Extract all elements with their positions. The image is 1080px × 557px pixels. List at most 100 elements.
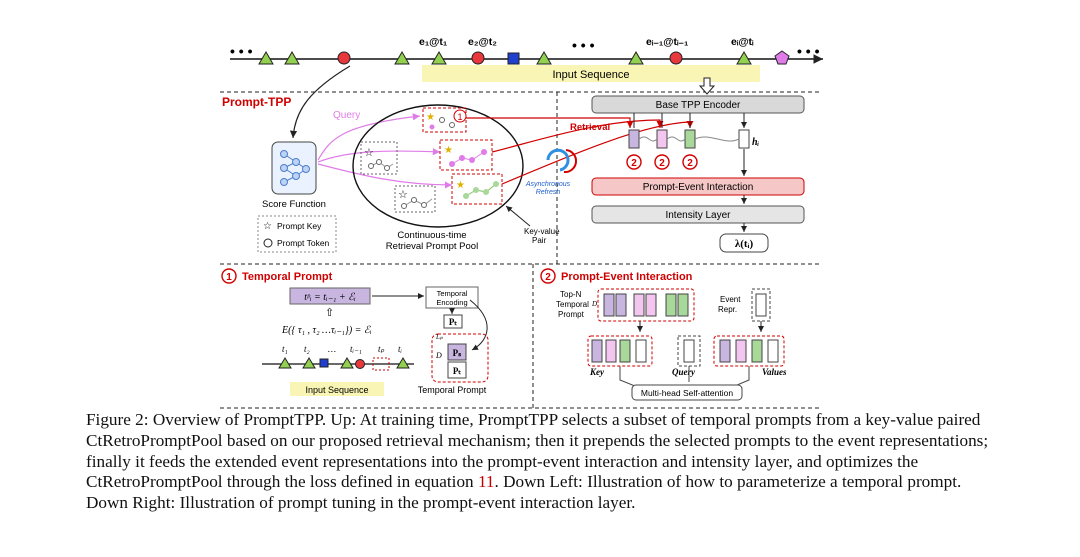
topn-tokens [603,293,689,317]
pool-label-1: Continuous-time [397,230,466,241]
prompt-pair-4: ☆ [394,185,436,213]
tick-t1: t₁ [282,344,288,354]
pt-box-2 [447,361,467,379]
lambda-box [719,233,769,253]
tick-dots: … [328,344,336,354]
async-label-2: Refresh [536,189,561,196]
event-triangle [736,51,752,65]
event-pentagon [774,50,790,65]
svg-text:D: D [591,300,597,308]
event-circle [337,51,351,65]
svg-text:★: ★ [426,112,435,123]
values-prompt-box [713,335,785,367]
left-input-label: Input Sequence [305,385,368,395]
tick-t2: t₂ [304,344,310,354]
left-input-highlight [290,382,384,396]
caption-text-1: Figure 2: Overview of PromptTPP. Up: At … [86,410,989,492]
retrieval-arrow-3 [501,120,694,185]
ps-box [447,343,467,361]
figure-caption: Figure 2: Overview of PromptTPP. Up: At … [86,410,998,514]
formula-box [289,287,371,305]
left-prompt-label: Temporal Prompt [418,385,487,395]
prompt-pair-5: ★ [451,173,503,205]
retrieval-arrow-1 [466,117,634,128]
circle-num-1: 1 [457,112,462,122]
svg-text:2: 2 [687,158,693,169]
prompt-pool-ellipse [352,104,524,228]
value-tokens [719,339,779,363]
event-square [507,52,520,65]
kv-pointer-arrow [505,205,531,227]
event-circle [669,51,683,65]
prompt-pair-2: ☆ [360,141,398,175]
event-triangle [431,51,447,65]
prompt-pair-1: ★ 1 [422,107,467,133]
query-arrow-1 [317,113,421,161]
refresh-icon [546,148,570,172]
event-triangle [394,51,410,65]
interaction-title: Prompt-Event Interaction [561,271,693,283]
event-label-1: e₁@t₁ [419,36,447,48]
event-triangle [536,51,552,65]
mhsa-label: Multi-head Self-attention [641,388,733,398]
token-circle-icon [263,238,273,248]
sequence-dots-mid: • • • [572,37,595,53]
key-label: Key [589,367,605,377]
encoder-tokens [628,113,750,149]
event-triangle [258,51,274,65]
interaction-label: Prompt-Event Interaction [643,182,754,193]
caption-text-2: . Down Left: Illustration of how to para… [86,472,962,513]
hi-label: hᵢ [752,137,760,148]
svg-text:Pₜ: Pₜ [449,317,457,327]
retrieval-arrow-2 [491,119,664,153]
svg-text:1: 1 [226,272,232,283]
temporal-prompt-box [431,333,489,383]
topn-prompt-box [597,288,695,322]
svg-text:Pₛ: Pₛ [453,348,462,358]
expectation-text: E({ τ₁ , τ₂ …τᵢ₋₁}) = ℰᵢ [281,325,372,336]
mhsa-box [631,384,743,401]
equation-ref-link[interactable]: 11 [477,472,495,492]
event-circle [471,51,485,65]
pool-label-2: Retrieval Prompt Pool [386,241,478,252]
intensity-box [591,205,805,224]
event-repr-label-1: Event [720,295,741,304]
query-label: Query [333,110,360,121]
key-tokens [591,339,647,363]
prompt-pair-3: ★ [439,139,493,171]
temporal-prompt-title: Temporal Prompt [242,271,333,283]
svg-text:D: D [435,351,442,360]
event-triangle [284,51,300,65]
svg-text:2: 2 [545,272,551,283]
pt-box [443,314,463,329]
temporal-encoding-label-1: Temporal [437,289,468,298]
up-arrow-icon: ⇧ [325,307,334,319]
down-arrow-icon [698,77,716,95]
query-arrow-2 [317,148,441,163]
topn-label-2: Temporal [556,300,589,309]
async-label-1: Asynchronous [525,181,571,188]
tick-ti: tᵢ [398,344,403,354]
tick-ti-1: tᵢ₋₁ [350,344,362,354]
svg-text:2: 2 [659,158,665,169]
step-2-title-marker [540,268,556,284]
prompt-tpp-title: Prompt-TPP [222,95,291,109]
query-label-bottom: Query [672,367,696,377]
sequence-dots-right: • • • [797,43,820,59]
neural-net-icon [280,150,310,186]
event-label-4: eᵢ@tᵢ [731,36,754,48]
score-function-label: Score Function [262,199,326,210]
svg-text:2: 2 [631,158,637,169]
legend-token-label: Prompt Token [277,238,330,248]
event-triangle [628,51,644,65]
left-sequence [262,357,414,371]
lambda-label: λ(tᵢ) [735,238,754,250]
legend-key-label: Prompt Key [277,221,322,231]
step-1-marker [221,268,237,284]
values-label: Values [762,367,787,377]
topn-label-3: Prompt [558,310,585,319]
star-icon: ☆ [263,221,272,232]
svg-text:☆: ☆ [364,147,374,159]
event-repr-label-2: Repr. [718,305,737,314]
svg-text:★: ★ [456,180,465,191]
